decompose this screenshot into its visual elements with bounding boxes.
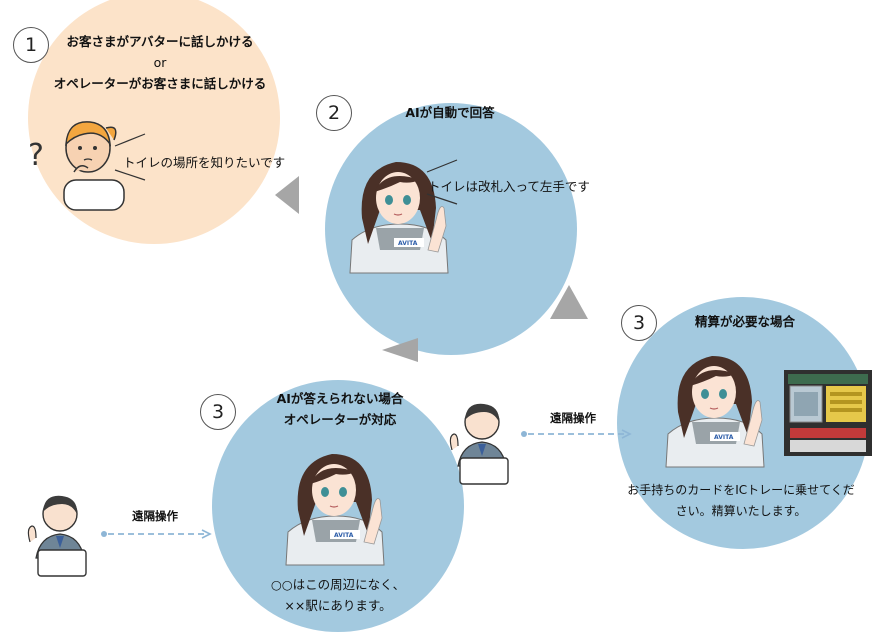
step3a-speech: ○○はこの周辺になく、 ××駅にあります。 [238,574,438,616]
step2-speech: トイレは改札入って左手です [428,179,590,194]
step3b-number: 3 [621,305,657,341]
step1-title-line: お客さまがアバターに話しかける [66,34,254,49]
step1-speech: トイレの場所を知りたいです [123,155,286,170]
remote-label-left: 遠隔操作 [132,509,178,523]
step3a-speech-line: ××駅にあります。 [284,598,392,613]
step1-title-line: or [153,55,167,70]
arrow-2-to-3a [382,338,418,362]
step3b-title: 精算が必要な場合 [694,314,795,329]
avatar-badge: AVITA [398,240,418,247]
fare-machine-image [784,370,872,456]
customer-icon: ? [28,121,125,211]
step3a-title-line: オペレーターが対応 [283,412,397,427]
avatar-badge: AVITA [334,532,354,539]
operator-icon [27,495,87,577]
remote-arrow-left [101,529,212,539]
step1-number: 1 [13,27,49,63]
speech-lines-icon [426,159,458,205]
remote-arrow-right [521,429,632,439]
arrow-1-to-2 [275,176,299,214]
step2-number: 2 [316,95,352,131]
step1-title: お客さまがアバターに話しかける or オペレーターがお客さまに話しかける [40,31,280,94]
speech-lines-icon [114,133,146,181]
step2-title: AIが自動で回答 [405,105,495,120]
step3b-speech-line: お手持ちのカードをICトレーに乗せてくだ [627,483,855,497]
step3b-speech-line: さい。精算いたします。 [675,504,807,518]
remote-label-right: 遠隔操作 [550,411,596,425]
step3a-title-line: AIが答えられない場合 [276,391,404,406]
avatar-badge: AVITA [714,434,734,441]
operator-icon [449,403,509,485]
step1-title-line: オペレーターがお客さまに話しかける [53,76,267,91]
step3a-speech-line: ○○はこの周辺になく、 [270,577,406,592]
step3a-title: AIが答えられない場合 オペレーターが対応 [240,388,440,430]
avatar-icon: AVITA [349,162,449,274]
svg-text:?: ? [28,138,44,173]
avatar-icon: AVITA [665,356,765,468]
step3b-speech: お手持ちのカードをICトレーに乗せてくだ さい。精算いたします。 [626,480,856,522]
step3a-number: 3 [200,394,236,430]
avatar-icon: AVITA [285,454,385,566]
arrow-2-to-3b [550,285,588,319]
